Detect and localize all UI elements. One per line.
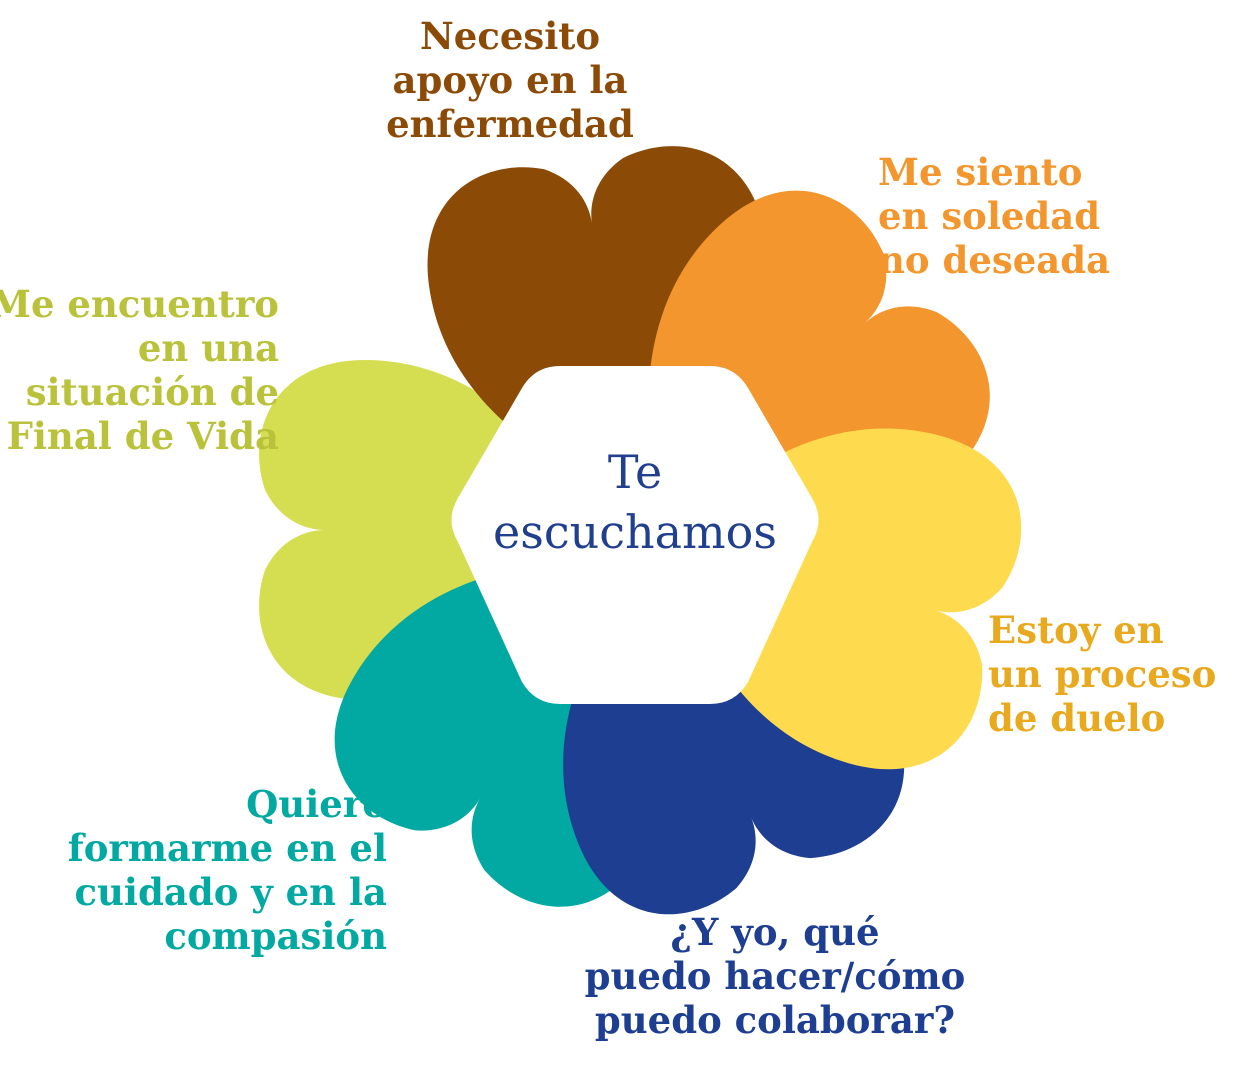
center-title-line-1: Te xyxy=(607,445,663,499)
label-end-of-life: Me encuentro en una situación de Final d… xyxy=(0,282,279,458)
label-illness-support: Necesito apoyo en la enfermedad xyxy=(386,14,634,146)
center-title-line-2: escuchamos xyxy=(493,505,777,559)
center-hexagon xyxy=(451,366,819,704)
label-collaborate: ¿Y yo, qué puedo hacer/cómo puedo colabo… xyxy=(584,910,966,1042)
label-grief: Estoy en un proceso de duelo xyxy=(988,608,1217,740)
label-training: Quiero formarme en el cuidado y en la co… xyxy=(67,782,387,958)
center-title: Te escuchamos xyxy=(445,442,825,562)
label-loneliness: Me siento en soledad no deseada xyxy=(878,150,1111,282)
